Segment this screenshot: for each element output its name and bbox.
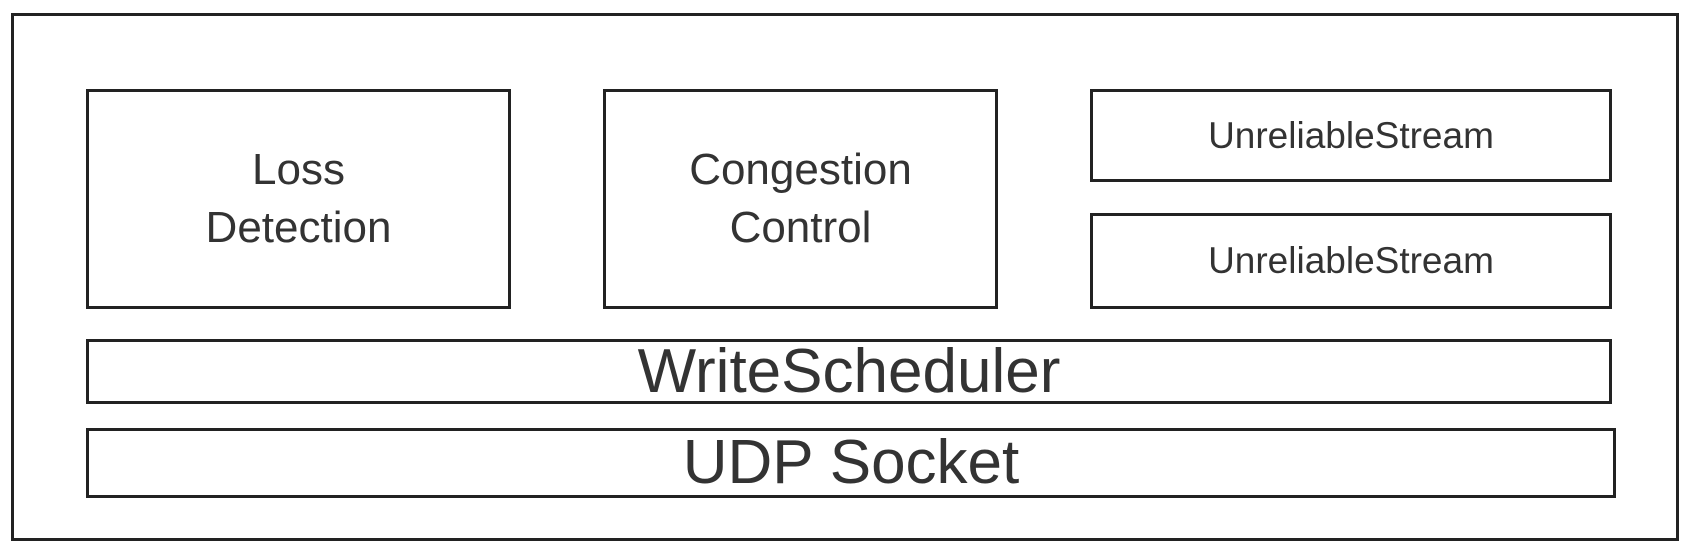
congestion-control-label-line2: Control	[729, 203, 872, 252]
udp-socket-box: UDP Socket	[86, 428, 1616, 498]
congestion-control-box: Congestion Control	[603, 89, 998, 309]
unreliable-stream-box-1: UnreliableStream	[1090, 89, 1612, 182]
loss-detection-box: Loss Detection	[86, 89, 511, 309]
unreliable-stream-label-2: UnreliableStream	[1208, 240, 1494, 281]
loss-detection-label: Loss Detection	[206, 141, 392, 257]
congestion-control-label-line1: Congestion	[689, 145, 912, 194]
congestion-control-label: Congestion Control	[689, 141, 912, 257]
unreliable-stream-label-1: UnreliableStream	[1208, 114, 1494, 156]
udp-socket-label: UDP Socket	[682, 428, 1020, 497]
loss-detection-label-line1: Loss	[252, 145, 345, 194]
write-scheduler-box: WriteScheduler	[86, 339, 1612, 404]
loss-detection-label-line2: Detection	[205, 203, 392, 252]
unreliable-stream-box-2: UnreliableStream	[1090, 213, 1612, 309]
write-scheduler-label: WriteScheduler	[637, 336, 1061, 406]
